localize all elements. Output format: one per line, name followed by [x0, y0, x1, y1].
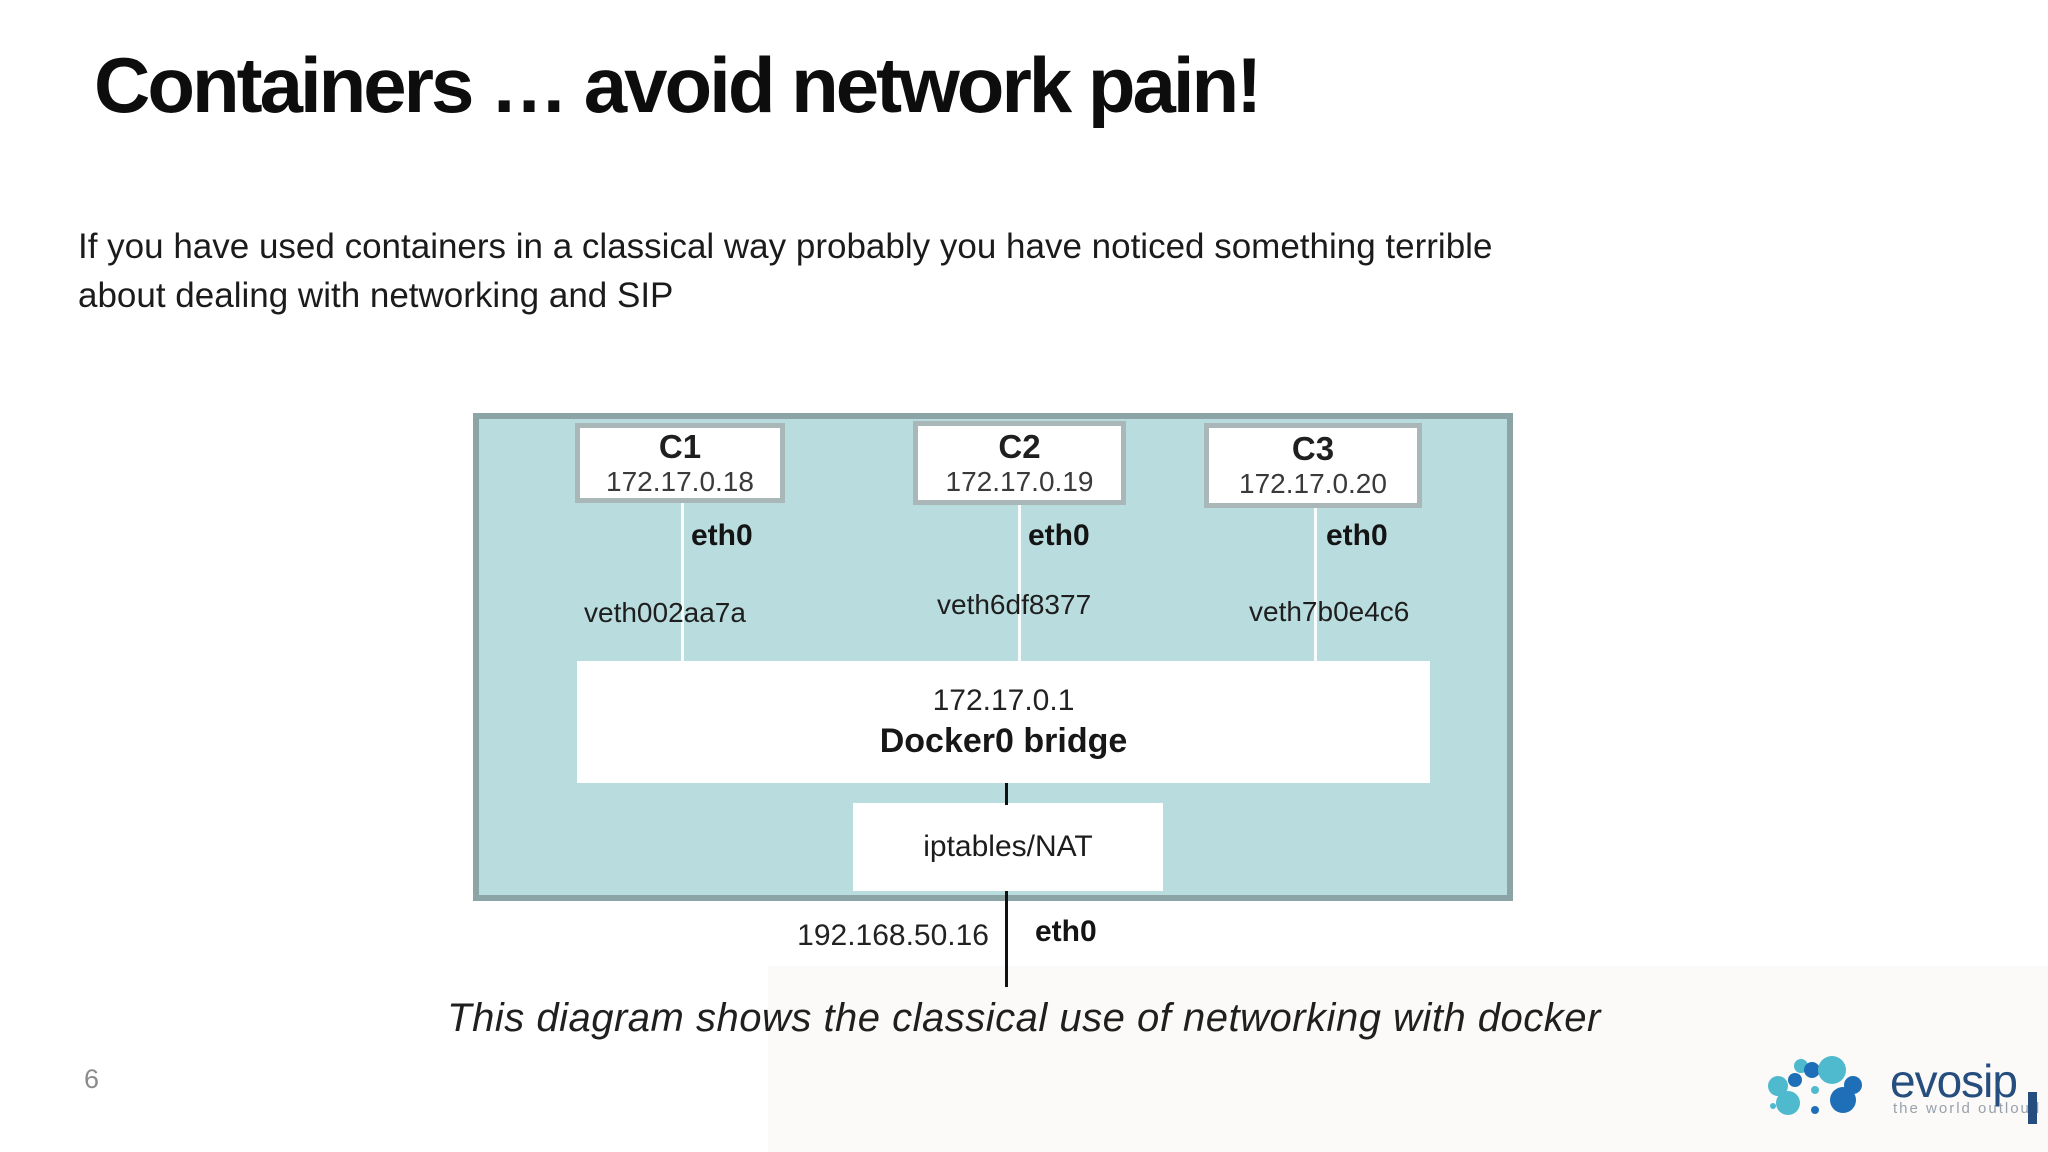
docker0-bridge-box: 172.17.0.1 Docker0 bridge — [577, 661, 1430, 783]
container-name: C3 — [1291, 430, 1335, 468]
logo-blob-icon — [1818, 1056, 1846, 1084]
logo-blob-icon — [1811, 1106, 1819, 1114]
container-ip: 172.17.0.20 — [1239, 468, 1387, 500]
bridge-label: Docker0 bridge — [879, 721, 1128, 760]
bridge-ip: 172.17.0.1 — [932, 684, 1075, 717]
container-box-c2: C2 172.17.0.19 — [913, 421, 1126, 505]
container-eth0-label: eth0 — [691, 519, 753, 552]
container-ip: 172.17.0.19 — [945, 465, 1094, 497]
logo-blob-icon — [1770, 1103, 1776, 1109]
host-eth0-label: eth0 — [1035, 915, 1097, 948]
page-number: 6 — [84, 1064, 100, 1094]
slide-title: Containers … avoid network pain! — [94, 41, 1262, 129]
logo-descender-bar — [2028, 1092, 2037, 1124]
logo-blob-icon — [1830, 1087, 1856, 1113]
container-name: C1 — [658, 427, 702, 465]
veth-label: veth002aa7a — [584, 597, 746, 628]
slide-body-text: If you have used containers in a classic… — [78, 227, 1493, 315]
connector-line — [1314, 508, 1317, 661]
container-box-c1: C1 172.17.0.18 — [575, 423, 785, 503]
veth-label: veth7b0e4c6 — [1249, 596, 1410, 627]
container-ip: 172.17.0.18 — [606, 465, 754, 497]
connector-line — [1018, 505, 1021, 661]
logo-blob-icon — [1788, 1073, 1802, 1087]
connector-line — [1005, 783, 1008, 805]
container-eth0-label: eth0 — [1028, 519, 1090, 552]
logo-blob-icon — [1776, 1091, 1800, 1115]
logo-blob-icon — [1804, 1062, 1820, 1078]
veth-label: veth6df8377 — [937, 589, 1092, 620]
evosip-logo: evosip the world outloud — [1756, 1054, 2048, 1148]
logo-wordmark: evosip — [1890, 1055, 2018, 1107]
connector-line — [681, 503, 684, 661]
container-name: C2 — [998, 427, 1041, 465]
logo-tagline: the world outloud — [1893, 1100, 2042, 1117]
logo-blob-icon — [1811, 1086, 1819, 1094]
host-ip-label: 192.168.50.16 — [797, 919, 989, 952]
diagram-caption: This diagram shows the classical use of … — [447, 996, 1601, 1040]
connector-line — [1005, 891, 1008, 987]
iptables-nat-box: iptables/NAT — [853, 803, 1163, 891]
container-box-c3: C3 172.17.0.20 — [1204, 423, 1422, 508]
container-eth0-label: eth0 — [1326, 519, 1388, 552]
docker-network-diagram: C1 172.17.0.18 C2 172.17.0.19 C3 172.17.… — [473, 413, 1513, 987]
